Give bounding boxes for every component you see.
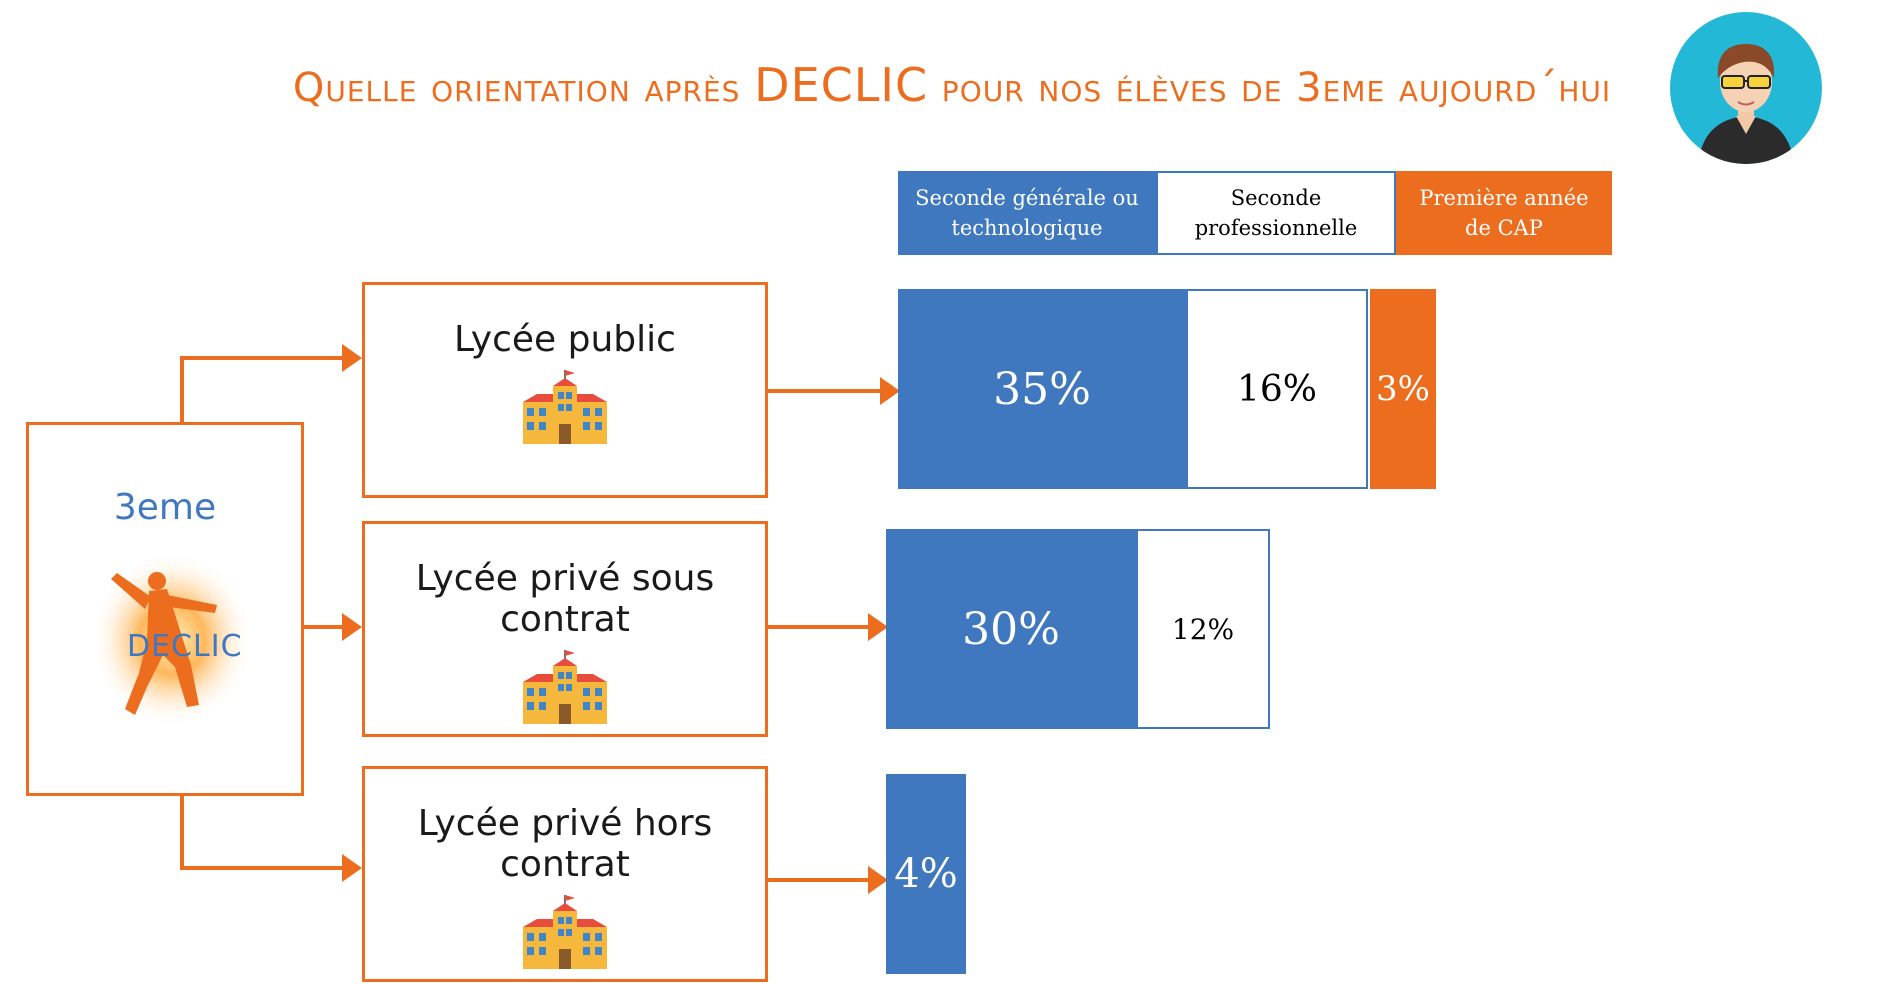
legend-item-seconde-generale: Seconde générale ou technologique (898, 171, 1156, 255)
school-label: Lycée privé sous contrat (415, 558, 715, 640)
bar-seconde-generale: 30% (886, 529, 1136, 729)
title-pre: Quelle orientation après (292, 65, 755, 111)
source-label: 3eme (113, 487, 217, 528)
school-label: Lycée public (454, 319, 676, 360)
school-building-icon (523, 895, 607, 969)
legend-label: Seconde générale ou technologique (915, 186, 1139, 240)
logo-text: DECLIC (127, 629, 243, 664)
jumping-person-icon (90, 555, 254, 731)
bar-seconde-pro: 12% (1136, 529, 1270, 729)
bar-value: 3% (1376, 369, 1430, 409)
bar-group-public: 35% 16% 3% (898, 289, 1436, 489)
declic-logo: DECLIC (87, 555, 257, 735)
bar-seconde-pro: 16% (1186, 289, 1368, 489)
bar-value: 12% (1171, 612, 1235, 646)
title-post: pour nos élèves de 3eme aujourd´hui (928, 65, 1612, 111)
person-with-sunglasses-icon (1698, 44, 1794, 164)
bar-value: 16% (1236, 368, 1317, 410)
avatar (1670, 12, 1822, 164)
school-box-public: Lycée public (362, 282, 768, 498)
title-brand: DECLIC (754, 58, 929, 112)
school-building-icon (523, 650, 607, 724)
school-label: Lycée privé hors contrat (417, 803, 713, 885)
bar-seconde-generale: 4% (886, 774, 966, 974)
bar-value: 30% (962, 603, 1060, 655)
legend-item-cap: Première année de CAP (1396, 171, 1612, 255)
bar-value: 4% (894, 851, 958, 897)
bar-value: 35% (993, 363, 1091, 415)
source-box-3eme: 3eme DECLIC (26, 422, 304, 796)
bar-group-prive-hors-contrat: 4% (886, 774, 966, 974)
legend-label: Première année de CAP (1419, 186, 1589, 240)
page-title: Quelle orientation après DECLIC pour nos… (0, 58, 1904, 112)
school-box-prive-hors-contrat: Lycée privé hors contrat (362, 766, 768, 982)
legend-label: Seconde professionnelle (1194, 186, 1358, 240)
school-box-prive-sous-contrat: Lycée privé sous contrat (362, 521, 768, 737)
bar-seconde-generale: 35% (898, 289, 1186, 489)
school-building-icon (523, 370, 607, 444)
bar-cap: 3% (1370, 289, 1436, 489)
legend-item-seconde-pro: Seconde professionnelle (1156, 171, 1396, 255)
bar-group-prive-sous-contrat: 30% 12% (886, 529, 1270, 729)
